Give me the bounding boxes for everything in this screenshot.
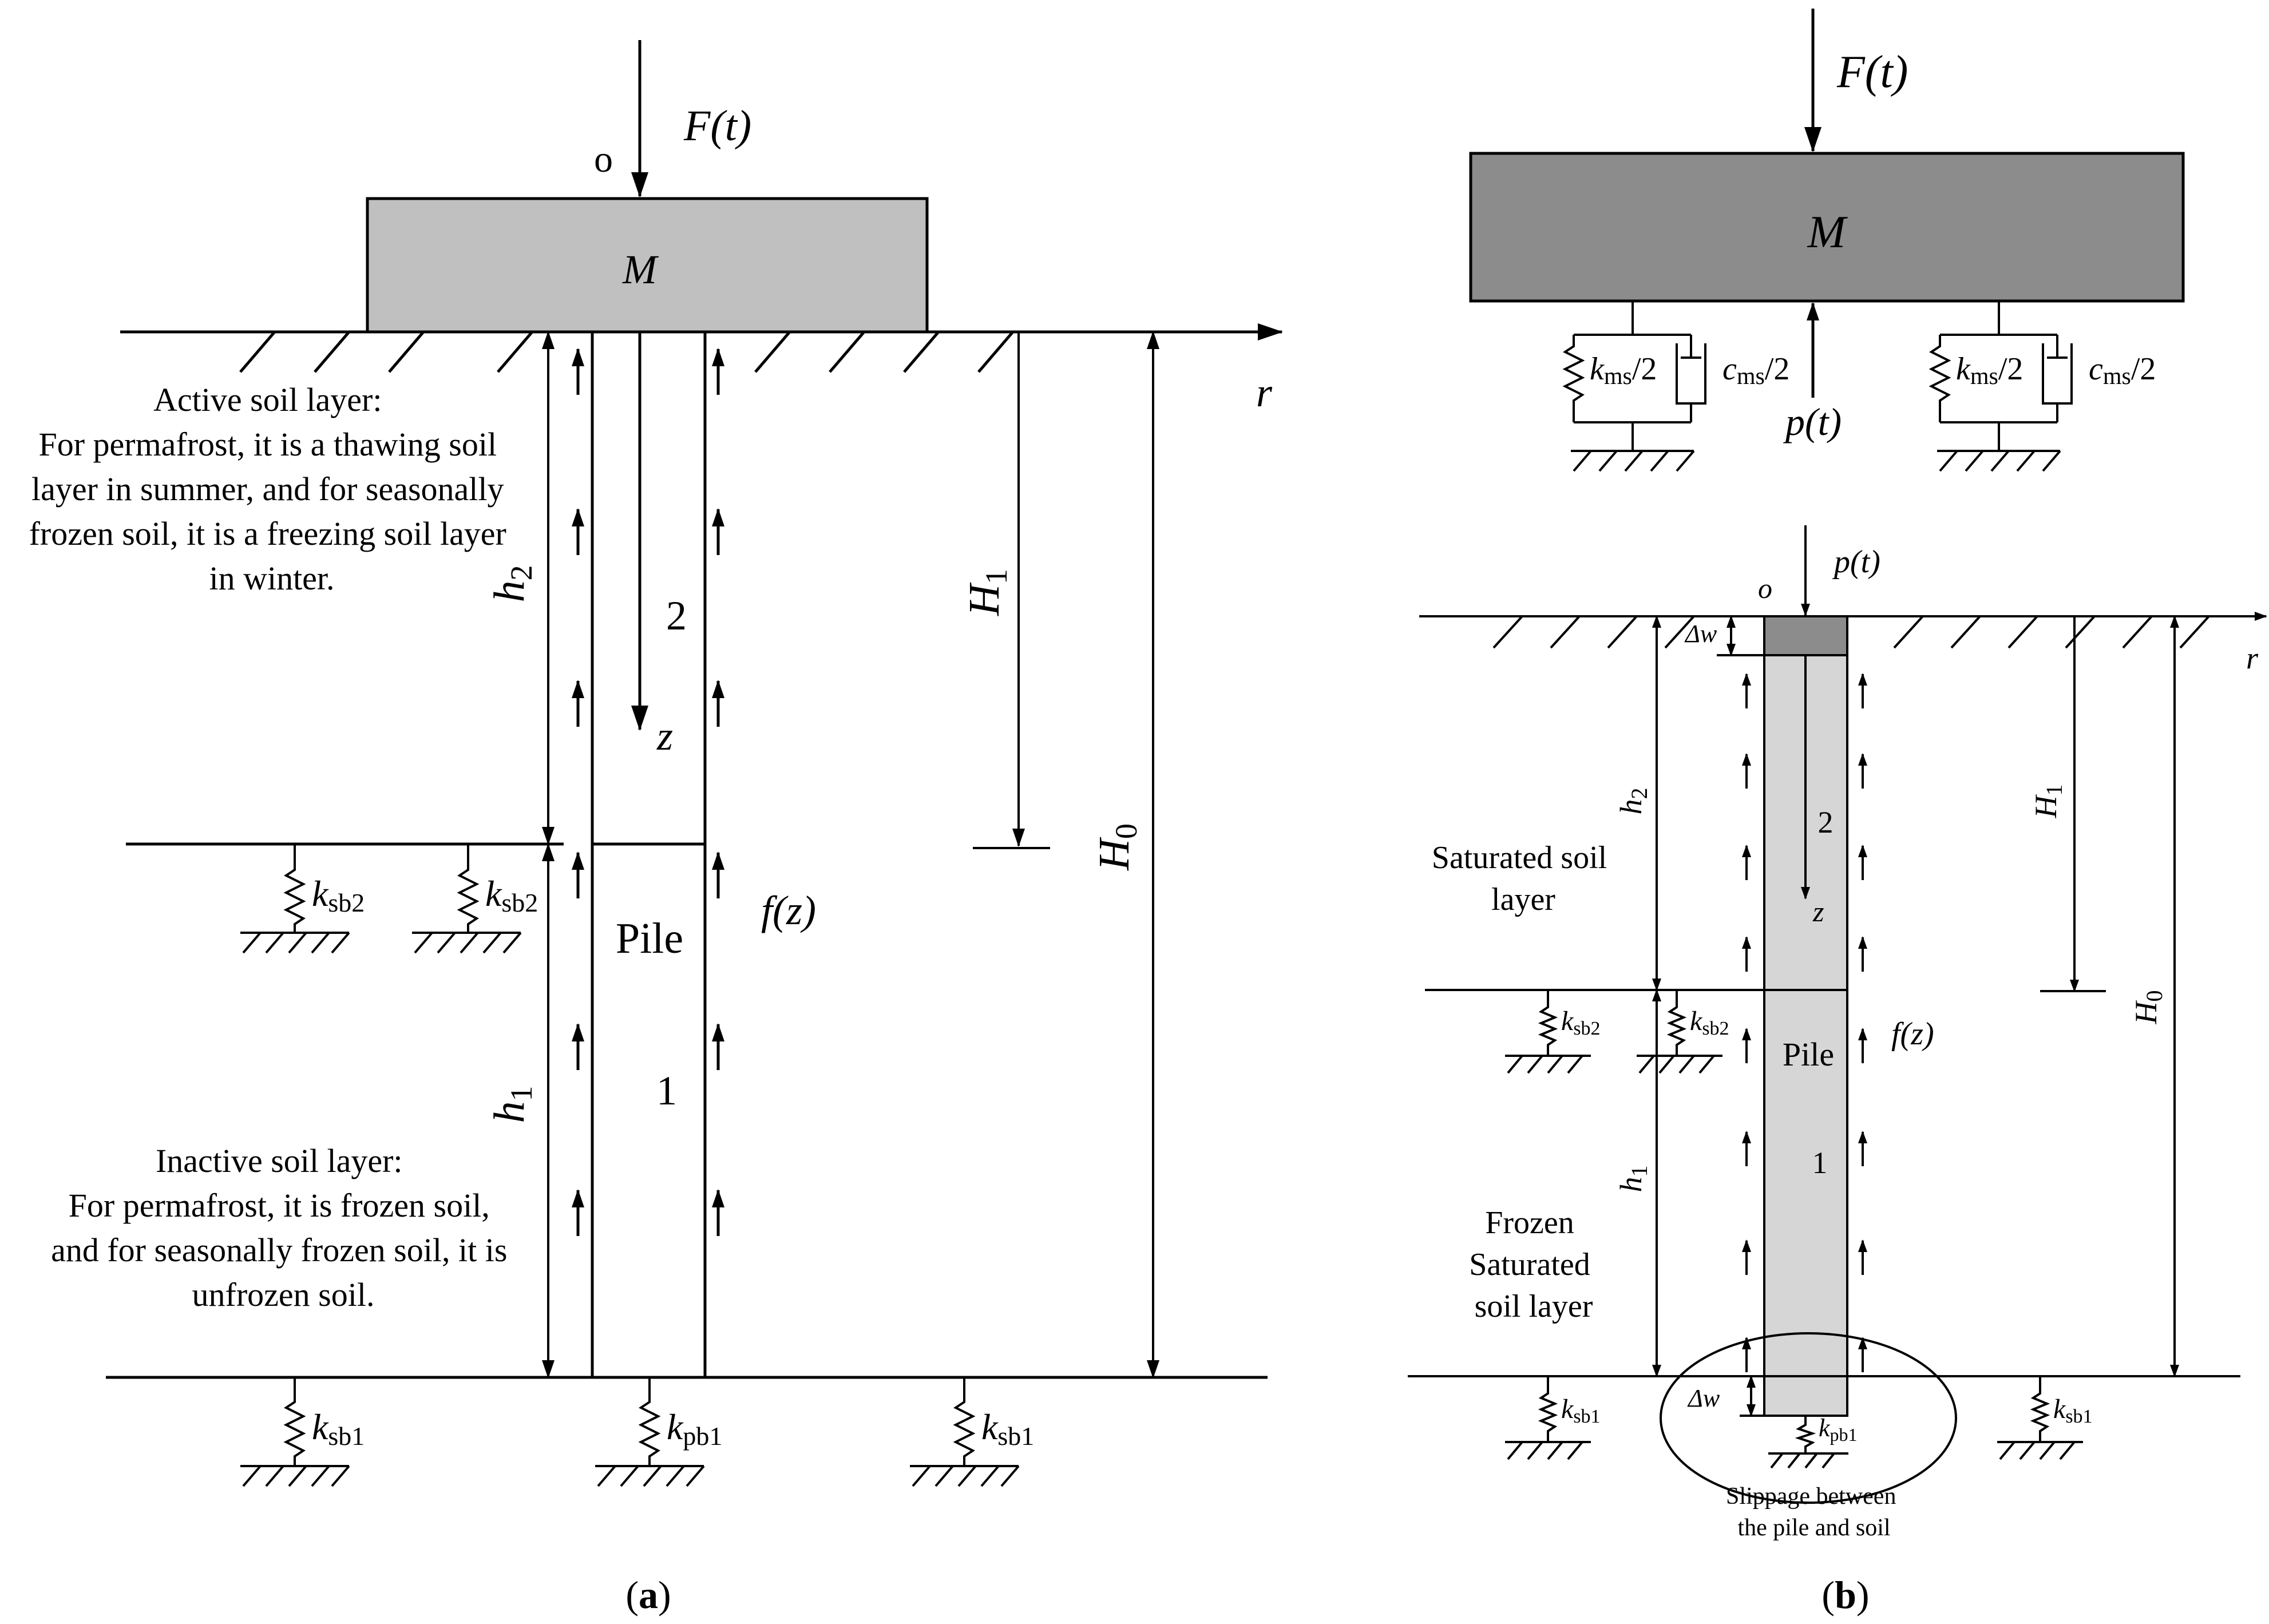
saturated-soil-description-b: Saturated soil layer <box>1432 840 1615 917</box>
cms-left-label-b: cms/2 <box>1722 351 1789 390</box>
ksb1-left-label-b: ksb1 <box>1561 1394 1601 1427</box>
segment-2-label-b: 2 <box>1818 805 1834 839</box>
frozen-soil-description-b: Frozen Saturated soil layer <box>1469 1205 1598 1324</box>
inactive-line-2: For permafrost, it is frozen soil, <box>69 1187 490 1224</box>
origin-label-b: o <box>1758 572 1772 604</box>
z-axis-label-b: z <box>1812 896 1824 928</box>
ksb1-right-label-b: ksb1 <box>2053 1394 2093 1427</box>
ksb1-right-label-a: ksb1 <box>981 1407 1034 1451</box>
H0-label-a: H0 <box>1090 823 1143 871</box>
segment-1-label-b: 1 <box>1812 1146 1828 1180</box>
saturated-line-1: Saturated soil <box>1432 840 1607 876</box>
H1-label-b: H1 <box>2029 785 2067 819</box>
spring-ksb2-left-a <box>240 844 350 954</box>
slippage-line-2: the pile and soil <box>1737 1515 1890 1541</box>
force-label-a: F(t) <box>683 102 751 150</box>
H0-label-b: H0 <box>2129 991 2167 1025</box>
h2-label-a: h2 <box>485 565 538 603</box>
spring-damper-left-b <box>1562 301 1706 472</box>
kms-right-label-b: kms/2 <box>1956 351 2023 390</box>
slippage-description-b: Slippage between the pile and soil <box>1726 1483 1902 1541</box>
r-axis-label-b: r <box>2246 641 2259 675</box>
mass-block-b <box>1469 152 2185 303</box>
spring-ksb1-left-b <box>1505 1376 1591 1460</box>
active-soil-description-a: Active soil layer: For permafrost, it is… <box>29 381 515 597</box>
ground-hatch-a <box>239 331 1014 373</box>
spring-ksb2-left-b <box>1505 990 1591 1074</box>
h2-label-b: h2 <box>1614 788 1652 815</box>
spring-ksb1-right-b <box>1997 1376 2083 1460</box>
saturated-line-2: layer <box>1491 882 1555 917</box>
pile-cap-slip-b <box>1763 615 1848 656</box>
slippage-zone-ellipse-b <box>1660 1332 1957 1504</box>
ksb2-left-label-a: ksb2 <box>312 873 365 917</box>
spring-ksb1-right-a <box>910 1377 1020 1487</box>
z-axis-label-a: z <box>656 713 673 759</box>
spring-ksb2-right-b <box>1637 990 1722 1074</box>
inactive-soil-description-a: Inactive soil layer: For permafrost, it … <box>51 1142 516 1313</box>
delta-w-bottom-label-b: Δw <box>1687 1384 1720 1412</box>
inactive-line-1: Inactive soil layer: <box>156 1142 403 1179</box>
kpb1-label-a: kpb1 <box>667 1407 722 1451</box>
mass-label-a: M <box>622 247 659 292</box>
panel-b: F(t) M kms/2 cms/2 p(t) <box>1408 9 2267 1617</box>
spring-kpb1-b <box>1768 1416 1848 1469</box>
ksb2-right-label-b: ksb2 <box>1690 1006 1729 1039</box>
active-line-3: layer in summer, and for seasonally <box>31 470 504 508</box>
panel-label-b: (b) <box>1821 1573 1869 1617</box>
reaction-label-b: p(t) <box>1783 400 1842 443</box>
spring-ksb1-left-a <box>240 1377 350 1487</box>
spring-ksb2-right-a <box>412 844 522 954</box>
ksb2-left-label-b: ksb2 <box>1561 1006 1601 1039</box>
friction-label-a: f(z) <box>761 888 816 933</box>
ksb1-left-label-a: ksb1 <box>312 1407 365 1451</box>
active-line-2: For permafrost, it is a thawing soil <box>38 426 497 463</box>
pile-label-a: Pile <box>616 914 683 962</box>
inactive-line-4: unfrozen soil. <box>192 1276 375 1313</box>
r-axis-label-a: r <box>1256 370 1273 415</box>
inactive-line-3: and for seasonally frozen soil, it is <box>51 1231 507 1269</box>
cms-right-label-b: cms/2 <box>2089 351 2156 390</box>
panel-a: M F(t) o r z 2 Pile 1 <box>29 40 1283 1617</box>
delta-w-top-label-b: Δw <box>1684 620 1717 648</box>
pile-load-label-b: p(t) <box>1832 544 1880 580</box>
active-line-1: Active soil layer: <box>153 381 382 418</box>
frozen-line-3: soil layer <box>1475 1289 1593 1324</box>
frozen-line-2: Saturated <box>1469 1247 1590 1282</box>
slippage-line-1: Slippage between <box>1726 1483 1896 1510</box>
h1-label-b: h1 <box>1614 1166 1652 1193</box>
mass-block-a <box>366 197 929 334</box>
H1-label-a: H1 <box>960 569 1013 616</box>
friction-label-b: f(z) <box>1891 1016 1934 1052</box>
ksb2-right-label-a: ksb2 <box>485 873 538 917</box>
ground-hatch-b <box>1492 615 2210 649</box>
h1-label-a: h1 <box>485 1086 538 1123</box>
spring-kpb1-a <box>595 1377 705 1487</box>
kpb1-label-b: kpb1 <box>1819 1414 1858 1445</box>
force-label-b: F(t) <box>1836 47 1908 97</box>
origin-label-a: o <box>594 138 613 180</box>
mass-label-b: M <box>1807 207 1848 258</box>
spring-damper-right-b <box>1929 301 2073 472</box>
pile-label-b: Pile <box>1783 1036 1834 1073</box>
panel-label-a: (a) <box>625 1573 671 1617</box>
segment-2-label-a: 2 <box>666 593 687 639</box>
frozen-line-1: Frozen <box>1485 1205 1574 1241</box>
segment-1-label-a: 1 <box>656 1068 677 1114</box>
active-line-5: in winter. <box>209 560 334 597</box>
active-line-4: frozen soil, it is a freezing soil layer <box>29 515 506 552</box>
kms-left-label-b: kms/2 <box>1590 351 1657 390</box>
